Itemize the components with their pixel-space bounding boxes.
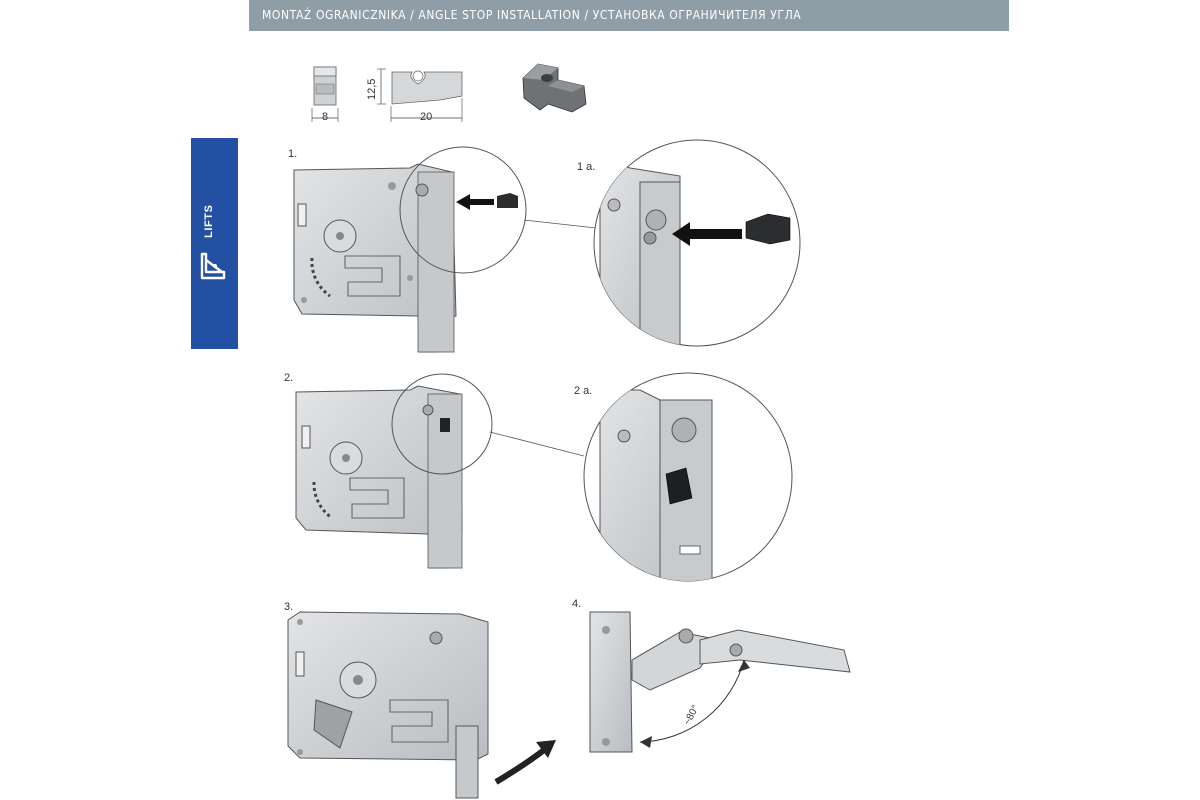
stop-3d-view <box>522 63 587 113</box>
zoom-connector-1 <box>523 219 597 229</box>
sidebar-tab-lifts[interactable]: LIFTS <box>191 138 238 349</box>
mechanism-step-3 <box>287 611 489 799</box>
dim-width-label: 8 <box>322 111 329 123</box>
lift-icon <box>200 252 226 280</box>
stop-front-view <box>311 66 339 122</box>
mechanism-step-2 <box>295 385 463 569</box>
step-4-label: 4. <box>572 598 582 610</box>
header-bar: MONTAŻ OGRANICZNIKA / ANGLE STOP INSTALL… <box>249 0 1009 31</box>
stop-side-view <box>377 68 463 122</box>
step-1a-label: 1 a. <box>577 161 596 173</box>
dim-length-label: 20 <box>420 111 433 123</box>
step-2-label: 2. <box>284 372 294 384</box>
zoom-connector-2 <box>489 431 585 457</box>
mechanism-step-1 <box>293 163 457 353</box>
step-2a-label: 2 a. <box>574 385 593 397</box>
rotate-arrow <box>494 740 556 785</box>
page-title: MONTAŻ OGRANICZNIKA / ANGLE STOP INSTALL… <box>262 8 802 22</box>
zoom-detail-2a <box>599 389 713 581</box>
step-3-label: 3. <box>284 601 294 613</box>
zoom-detail-1a <box>599 159 791 346</box>
arrow-insert-1 <box>456 193 518 210</box>
mechanism-step-4 <box>589 611 851 753</box>
step-1-label: 1. <box>288 148 298 160</box>
zoom-circle-1 <box>399 146 527 274</box>
zoom-circle-2 <box>391 373 493 475</box>
